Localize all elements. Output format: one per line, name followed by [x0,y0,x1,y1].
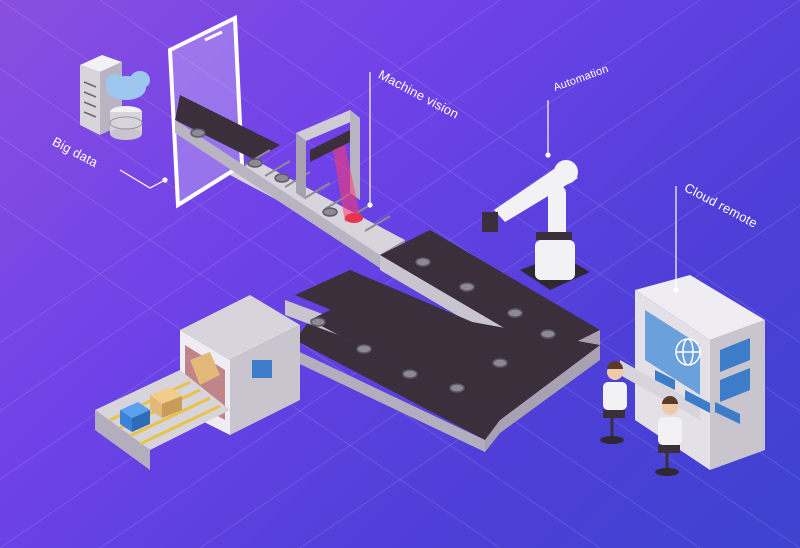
globe-icon [675,338,701,366]
box-tray [95,370,230,470]
nuts [190,128,556,393]
database-icon [109,106,143,140]
cloud-icon [106,71,150,100]
lower-conveyor [285,270,600,452]
operator-2 [655,396,682,476]
callout-lines [119,72,679,293]
camera-scanner-icon [296,110,363,223]
upper-conveyor [175,95,405,268]
control-panel [620,275,765,470]
robot-arm-icon [482,160,590,290]
operator-1 [600,361,627,444]
